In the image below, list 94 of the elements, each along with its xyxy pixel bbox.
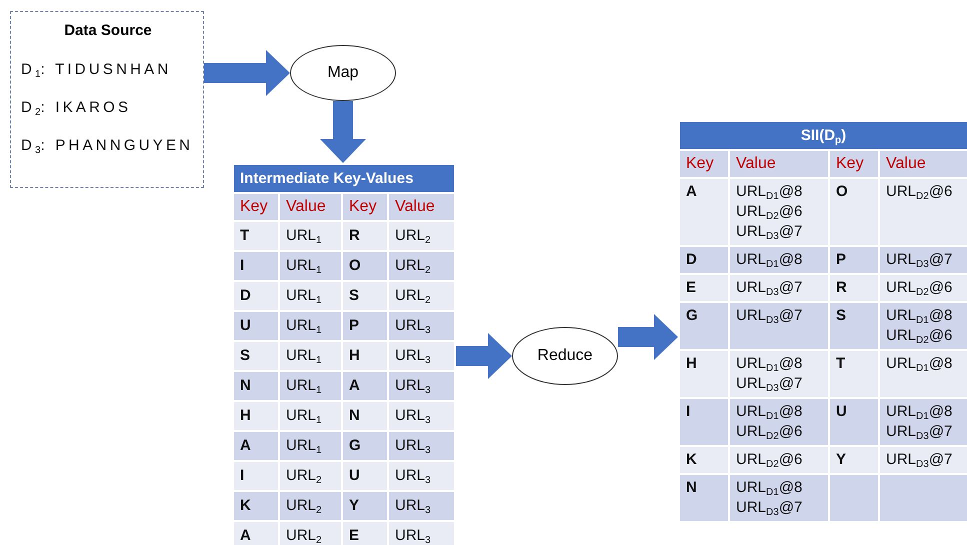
key-cell: T bbox=[233, 221, 279, 251]
block-arrow bbox=[618, 314, 678, 360]
value-cell: URL$_{D3}$@7 bbox=[729, 302, 829, 350]
value-cell: URL$_{1}$ bbox=[279, 431, 342, 461]
key-cell: Y bbox=[342, 491, 388, 521]
document-line: D$_{2}$: IKAROS bbox=[21, 99, 132, 116]
value-cell: URL$_{1}$ bbox=[279, 401, 342, 431]
key-cell: O bbox=[829, 178, 879, 246]
value-cell: URL$_{D1}$@8 URL$_{D3}$@7 bbox=[729, 350, 829, 398]
value-cell: URL$_{2}$ bbox=[279, 491, 342, 521]
value-cell: URL$_{1}$ bbox=[279, 281, 342, 311]
key-cell: T bbox=[829, 350, 879, 398]
value-cell: URL$_{1}$ bbox=[279, 311, 342, 341]
key-cell: I bbox=[679, 398, 729, 446]
key-cell: P bbox=[342, 311, 388, 341]
key-cell: N bbox=[679, 474, 729, 522]
value-cell: URL$_{D2}$@6 bbox=[879, 274, 967, 302]
value-cell: URL$_{2}$ bbox=[279, 521, 342, 545]
value-cell: URL$_{D3}$@7 bbox=[879, 246, 967, 274]
value-cell: URL$_{2}$ bbox=[388, 251, 456, 281]
value-cell: URL$_{1}$ bbox=[279, 221, 342, 251]
table-title: SII(D$_{p}$) bbox=[679, 121, 967, 150]
key-cell: I bbox=[233, 251, 279, 281]
column-header: Value bbox=[279, 193, 342, 221]
value-cell: URL$_{D1}$@8 URL$_{D2}$@6 bbox=[879, 302, 967, 350]
value-cell: URL$_{3}$ bbox=[388, 431, 456, 461]
document-line: D$_{1}$: TIDUSNHAN bbox=[21, 61, 172, 78]
key-cell: O bbox=[342, 251, 388, 281]
value-cell: URL$_{3}$ bbox=[388, 371, 456, 401]
value-cell: URL$_{D1}$@8 bbox=[879, 350, 967, 398]
key-cell: H bbox=[679, 350, 729, 398]
box-heading: Data Source bbox=[63, 22, 153, 39]
value-cell: URL$_{1}$ bbox=[279, 371, 342, 401]
key-cell: U bbox=[233, 311, 279, 341]
block-arrow bbox=[320, 101, 366, 163]
value-cell: URL$_{3}$ bbox=[388, 311, 456, 341]
key-cell: S bbox=[233, 341, 279, 371]
key-cell: H bbox=[342, 341, 388, 371]
block-arrow bbox=[454, 333, 512, 379]
value-cell: URL$_{1}$ bbox=[279, 251, 342, 281]
value-cell: URL$_{D1}$@8 bbox=[729, 246, 829, 274]
key-cell: E bbox=[342, 521, 388, 545]
key-cell: D bbox=[233, 281, 279, 311]
key-cell: P bbox=[829, 246, 879, 274]
value-cell: URL$_{D3}$@7 bbox=[879, 446, 967, 474]
value-cell: URL$_{2}$ bbox=[279, 461, 342, 491]
value-cell: URL$_{D1}$@8 URL$_{D2}$@6 bbox=[729, 398, 829, 446]
value-cell: URL$_{3}$ bbox=[388, 461, 456, 491]
table-title: Intermediate Key-Values bbox=[233, 164, 456, 193]
column-header: Value bbox=[388, 193, 456, 221]
value-cell: URL$_{D2}$@6 bbox=[879, 178, 967, 246]
column-header: Value bbox=[879, 150, 967, 178]
key-cell: H bbox=[233, 401, 279, 431]
key-cell: I bbox=[233, 461, 279, 491]
block-arrow bbox=[204, 50, 290, 96]
value-cell: URL$_{1}$ bbox=[279, 341, 342, 371]
column-header: Key bbox=[829, 150, 879, 178]
key-cell: S bbox=[342, 281, 388, 311]
value-cell: URL$_{D1}$@8 URL$_{D2}$@6 URL$_{D3}$@7 bbox=[729, 178, 829, 246]
key-cell: A bbox=[342, 371, 388, 401]
key-cell: N bbox=[233, 371, 279, 401]
key-cell: G bbox=[342, 431, 388, 461]
key-cell: D bbox=[679, 246, 729, 274]
column-header: Value bbox=[729, 150, 829, 178]
process-ellipse: Map bbox=[290, 45, 396, 101]
value-cell: URL$_{2}$ bbox=[388, 281, 456, 311]
key-cell: U bbox=[342, 461, 388, 491]
key-cell: R bbox=[829, 274, 879, 302]
value-cell: URL$_{D1}$@8 URL$_{D3}$@7 bbox=[879, 398, 967, 446]
key-cell: G bbox=[679, 302, 729, 350]
value-cell: URL$_{D3}$@7 bbox=[729, 274, 829, 302]
key-cell: R bbox=[342, 221, 388, 251]
value-cell: URL$_{D1}$@8 URL$_{D3}$@7 bbox=[729, 474, 829, 522]
key-cell: A bbox=[233, 521, 279, 545]
key-cell: K bbox=[233, 491, 279, 521]
value-cell: URL$_{2}$ bbox=[388, 221, 456, 251]
key-cell: A bbox=[233, 431, 279, 461]
key-cell: U bbox=[829, 398, 879, 446]
value-cell: URL$_{3}$ bbox=[388, 401, 456, 431]
value-cell: URL$_{3}$ bbox=[388, 341, 456, 371]
key-cell: E bbox=[679, 274, 729, 302]
value-cell: URL$_{3}$ bbox=[388, 521, 456, 545]
value-cell: URL$_{3}$ bbox=[388, 491, 456, 521]
key-cell: A bbox=[679, 178, 729, 246]
document-line: D$_{3}$: PHANNGUYEN bbox=[21, 137, 194, 154]
value-cell: URL$_{D2}$@6 bbox=[729, 446, 829, 474]
key-cell: S bbox=[829, 302, 879, 350]
key-cell: K bbox=[679, 446, 729, 474]
column-header: Key bbox=[342, 193, 388, 221]
column-header: Key bbox=[679, 150, 729, 178]
key-cell: N bbox=[342, 401, 388, 431]
key-cell: Y bbox=[829, 446, 879, 474]
process-ellipse: Reduce bbox=[512, 327, 618, 385]
column-header: Key bbox=[233, 193, 279, 221]
